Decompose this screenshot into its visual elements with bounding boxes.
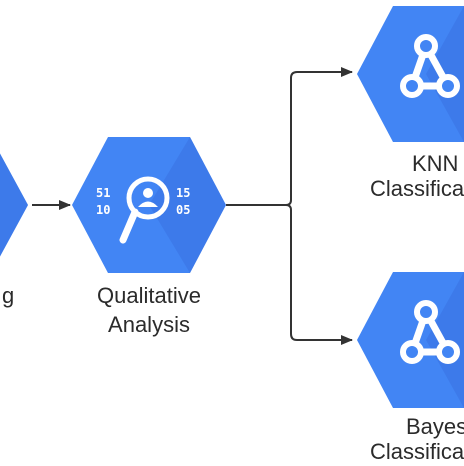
knn-label-line1: KNN: [412, 151, 459, 176]
qualitative-label-line1: Qualitative: [97, 283, 201, 308]
branch-connector: [226, 67, 353, 345]
digits-left-bottom: 10: [96, 203, 110, 217]
qualitative-analysis-node: 51 10 15 05: [72, 137, 226, 273]
magnifier-icon: [119, 176, 170, 244]
previous-step-label: g: [2, 283, 15, 308]
qualitative-label-line2: Analysis: [108, 312, 190, 337]
data-search-icon: 51 10 15 05: [96, 176, 190, 244]
network-graph-icon: [400, 34, 460, 98]
bayes-label-line2: Classifica: [370, 439, 464, 464]
digits-right-top: 15: [176, 186, 190, 200]
digits-left-top: 51: [96, 186, 110, 200]
knn-classification-node: [357, 6, 464, 142]
previous-step-node: [0, 153, 28, 257]
bayes-label-line1: Bayes: [406, 414, 464, 439]
digits-right-bottom: 05: [176, 203, 190, 217]
bayes-classification-node: [357, 272, 464, 408]
network-graph-icon: [400, 300, 460, 364]
knn-label-line2: Classifica: [370, 176, 464, 201]
